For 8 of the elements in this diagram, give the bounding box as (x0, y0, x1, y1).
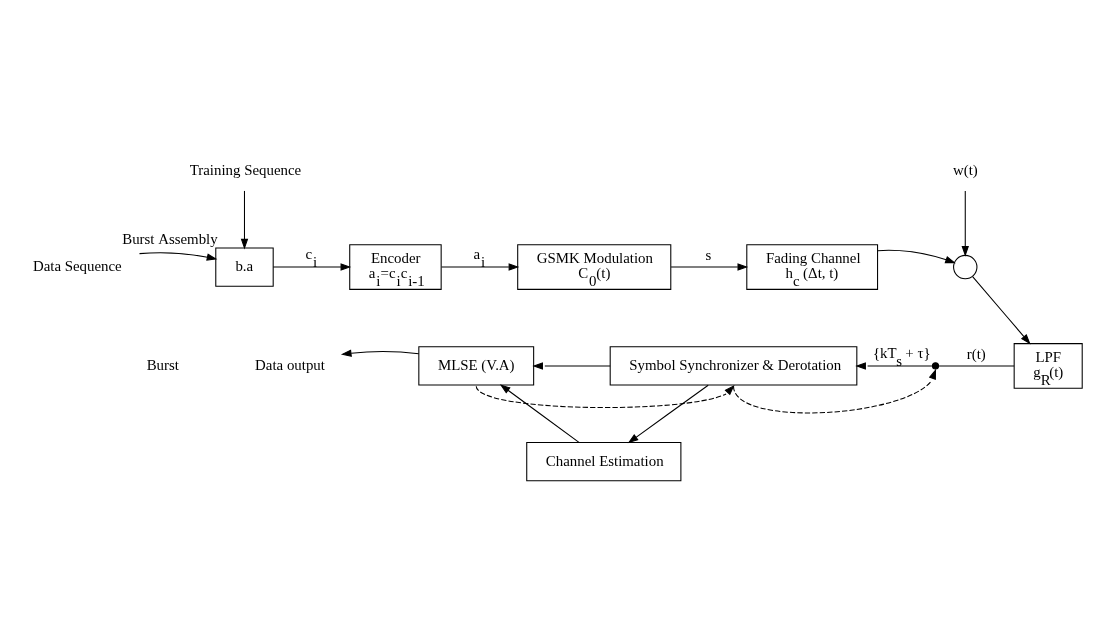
edge-label: r(t) (966, 345, 986, 362)
edge-label: s (705, 246, 712, 263)
node-label: Burst Assembly (122, 230, 218, 247)
node-text: w(t) (953, 161, 978, 178)
node-text: Training Sequence (189, 161, 302, 178)
label: Burst (146, 356, 179, 373)
node-text: Data Sequence (32, 257, 122, 274)
node-text: Data output (255, 356, 325, 373)
